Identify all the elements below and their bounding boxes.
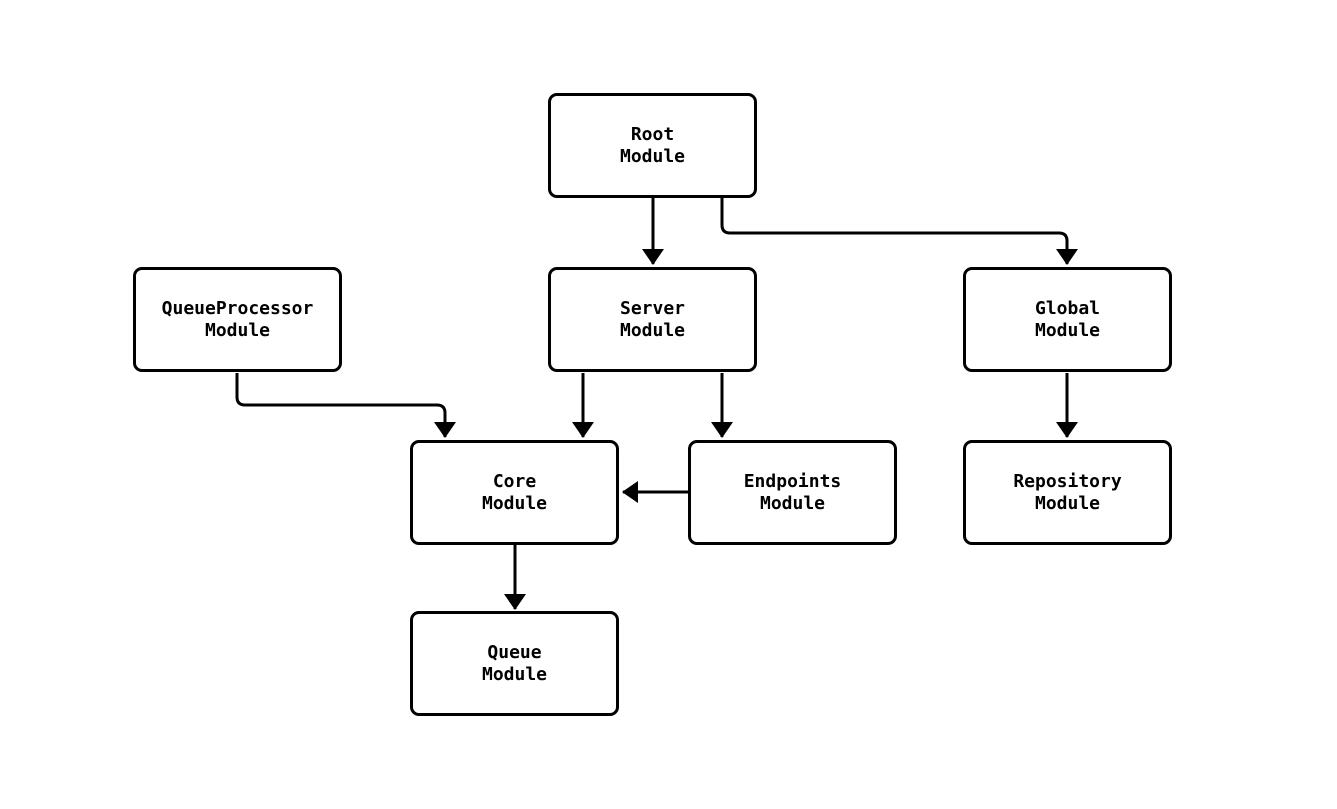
node-label-line: Core [492,470,537,492]
node-repository-module: Repository Module [963,440,1172,545]
node-label-line: Module [1034,492,1101,514]
node-queueprocessor-module: QueueProcessor Module [133,267,342,372]
node-label-line: Endpoints [743,470,842,492]
node-label-line: Module [204,319,271,341]
node-label-line: Module [1034,319,1101,341]
node-label-line: Module [481,663,548,685]
node-label-line: Module [759,492,826,514]
node-label-line: Repository [1013,470,1122,492]
edge-root-to-global [720,198,1078,265]
node-root-module: Root Module [548,93,757,198]
node-label-line: Global [1034,297,1101,319]
node-label-line: Server [619,297,686,319]
node-core-module: Core Module [410,440,619,545]
node-label-line: Module [481,492,548,514]
node-label-line: Module [619,145,686,167]
node-endpoints-module: Endpoints Module [688,440,897,545]
node-label-line: QueueProcessor [161,297,314,319]
node-label-line: Module [619,319,686,341]
node-server-module: Server Module [548,267,757,372]
edge-queueprocessor-to-core [235,373,456,438]
node-label-line: Queue [487,641,542,663]
node-label-line: Root [630,123,675,145]
node-queue-module: Queue Module [410,611,619,716]
node-global-module: Global Module [963,267,1172,372]
